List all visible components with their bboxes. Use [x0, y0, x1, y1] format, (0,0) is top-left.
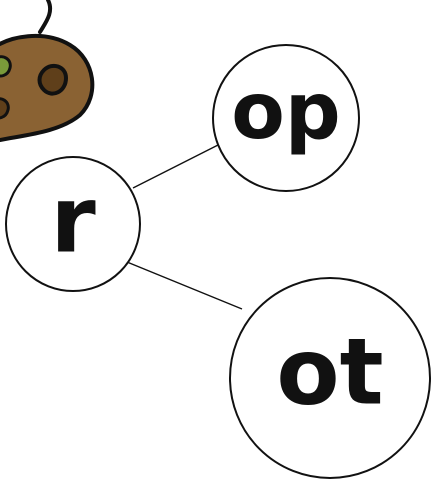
connector-line-bottom — [126, 261, 243, 310]
rime-circle-ot: ot — [229, 277, 431, 479]
onset-label: r — [50, 167, 96, 274]
onset-circle: r — [5, 156, 141, 292]
connector-line-top — [132, 143, 221, 189]
rime-label-op: op — [231, 67, 340, 157]
rime-label-ot: ot — [276, 319, 383, 426]
potato-icon — [0, 0, 95, 142]
rime-circle-op: op — [212, 44, 360, 192]
